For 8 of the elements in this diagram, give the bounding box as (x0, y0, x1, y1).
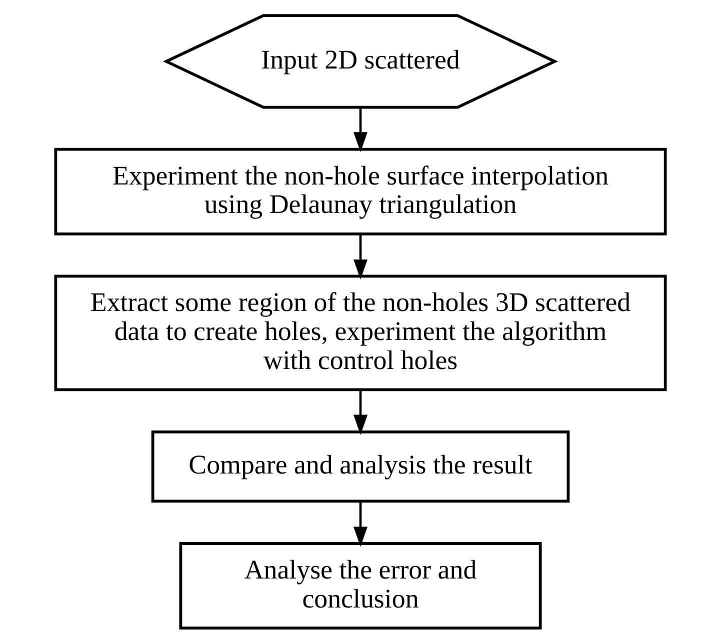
node-box: Experiment the non-hole surface interpolation using Delaunay triangulation (54, 148, 666, 236)
arrow (352, 390, 368, 435)
arrow (352, 501, 368, 547)
arrow (352, 108, 368, 152)
node-box: Extract some region of the non-holes 3D scattered data to create holes, experiment the algorithm with control holes (54, 274, 666, 392)
node-box: Analyse the error and conclusion (178, 542, 542, 630)
arrow (352, 234, 368, 280)
node-box: Compare and analysis the result (150, 430, 570, 503)
